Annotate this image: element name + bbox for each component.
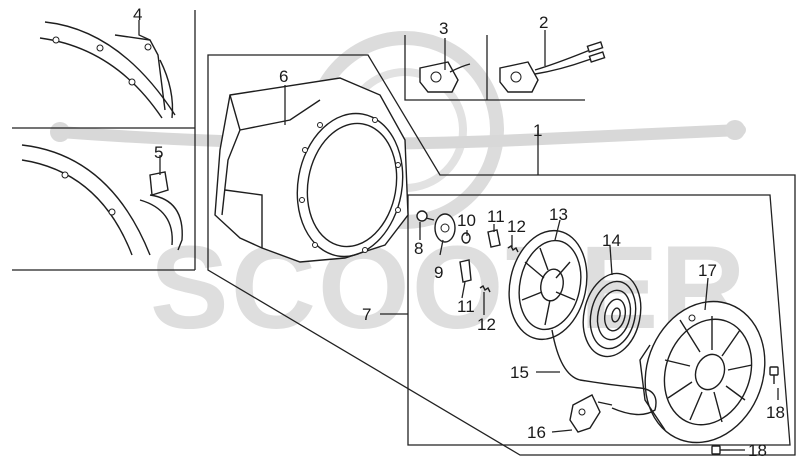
part-13-rope-reel bbox=[508, 229, 588, 341]
panel-frames bbox=[12, 10, 796, 456]
part-16-starter-handle bbox=[569, 394, 613, 433]
part-14-spiral-spring bbox=[582, 272, 642, 358]
watermark-text: SCOOTER bbox=[150, 222, 748, 354]
part-18-bolt-lower bbox=[711, 445, 730, 455]
part-10-washer bbox=[461, 232, 471, 244]
part-18-bolt-upper bbox=[769, 366, 779, 384]
part-8-bolt bbox=[416, 210, 435, 222]
part-9-ratchet bbox=[434, 213, 456, 243]
callout-15: 15 bbox=[510, 363, 529, 382]
callout-11-lower: 11 bbox=[457, 297, 475, 316]
callout-2: 2 bbox=[539, 13, 548, 32]
callout-18-lower: 18 bbox=[748, 441, 767, 460]
callout-3: 3 bbox=[439, 19, 448, 38]
part-12-spring-lower bbox=[479, 284, 491, 293]
callout-10: 10 bbox=[457, 211, 476, 230]
callout-12-lower: 12 bbox=[477, 315, 496, 334]
callout-labels: 4 3 2 6 1 5 7 8 9 10 11 11 12 12 13 14 1… bbox=[133, 5, 785, 460]
part-5-cover-with-bracket bbox=[21, 144, 183, 256]
callout-14: 14 bbox=[602, 231, 621, 250]
leader-lines bbox=[138, 20, 779, 451]
part-2-ignition-unit-wires bbox=[499, 41, 606, 93]
fan-shroud-housing bbox=[214, 77, 409, 263]
part-3-ignition-unit bbox=[419, 61, 471, 93]
callout-17: 17 bbox=[698, 261, 717, 280]
part-15-starter-rope bbox=[551, 329, 657, 416]
callout-5: 5 bbox=[154, 143, 163, 162]
callout-6: 6 bbox=[279, 67, 288, 86]
callout-1: 1 bbox=[533, 121, 542, 140]
callout-13: 13 bbox=[549, 205, 568, 224]
part-11-pawl-upper bbox=[487, 229, 501, 248]
callout-18-upper: 18 bbox=[766, 403, 785, 422]
part-4-cover-segment bbox=[39, 21, 176, 119]
callout-4: 4 bbox=[133, 5, 142, 24]
callout-8: 8 bbox=[414, 239, 423, 258]
callout-7: 7 bbox=[362, 305, 371, 324]
part-11-pawl-lower bbox=[459, 259, 472, 283]
callout-9: 9 bbox=[434, 263, 443, 282]
callout-12-upper: 12 bbox=[507, 217, 526, 236]
part-12-spring-upper bbox=[507, 244, 519, 253]
callout-11-upper: 11 bbox=[487, 207, 505, 226]
part-17-starter-housing bbox=[639, 300, 766, 444]
callout-16: 16 bbox=[527, 423, 546, 442]
